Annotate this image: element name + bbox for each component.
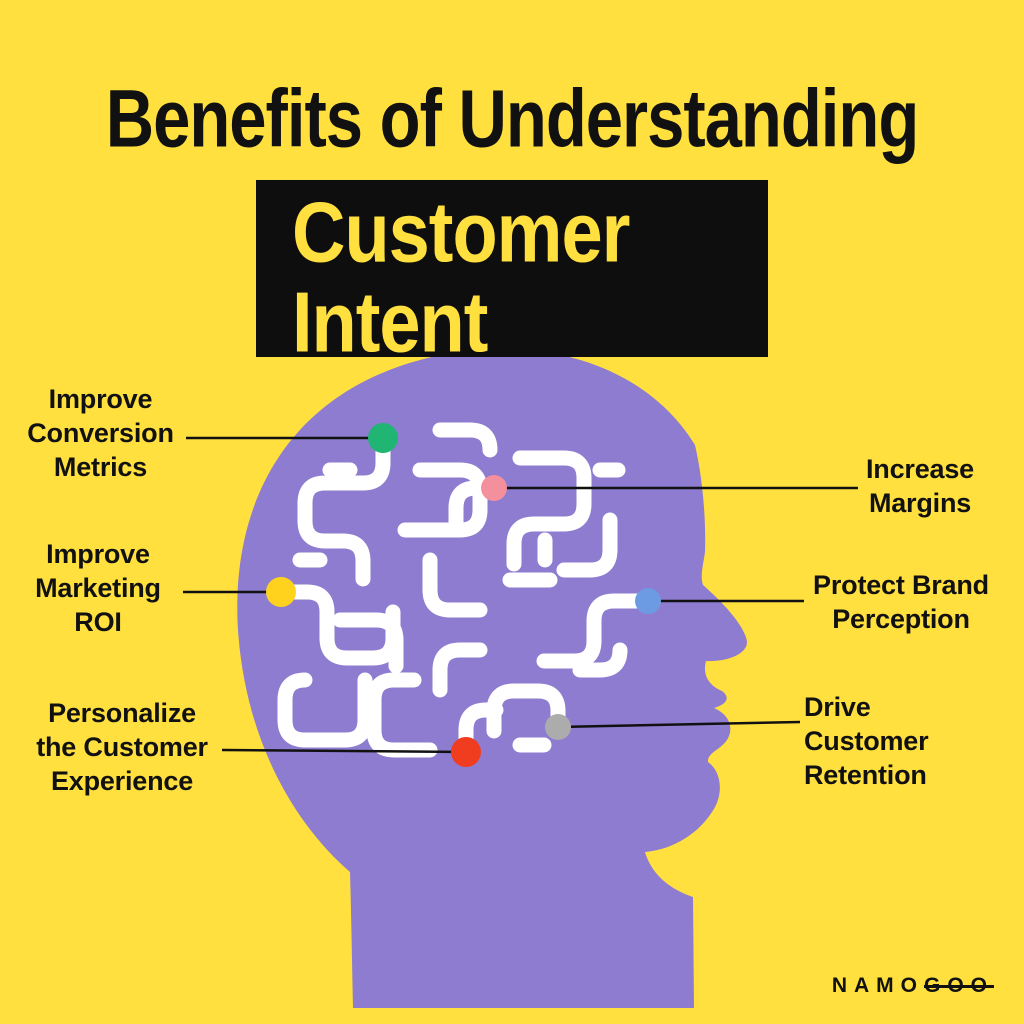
brand-logo: NAMOGOO	[832, 974, 994, 998]
page-title: Benefits of Understanding	[105, 73, 920, 165]
callout-protect-brand-perception: Protect Brand Perception	[813, 570, 989, 634]
dot-brand-icon	[635, 588, 661, 614]
dot-retention-icon	[545, 714, 571, 740]
callout-personalize-customer-experience: Personalize the Customer Experience	[36, 698, 208, 796]
callout-increase-margins: Increase Margins	[866, 454, 974, 518]
leader-line-retention	[557, 720, 801, 729]
head-shape	[237, 348, 747, 1008]
dot-margins-icon	[481, 475, 507, 501]
callout-improve-conversion-metrics: Improve Conversion Metrics	[27, 384, 174, 482]
leader-line-personalize	[221, 748, 467, 754]
callout-improve-marketing-roi: Improve Marketing ROI	[35, 539, 161, 637]
title-highlight-text: Customer Intent	[292, 184, 630, 370]
title-highlight: Customer Intent	[256, 180, 768, 366]
dot-marketing-icon	[266, 577, 296, 607]
brain-maze-icon	[273, 422, 656, 758]
brand-prefix: NAMO	[831, 974, 924, 997]
dot-personalize-icon	[451, 737, 481, 767]
callout-drive-customer-retention: Drive Customer Retention	[804, 692, 929, 790]
dot-conversion-icon	[368, 423, 398, 453]
brand-strike: GOO	[923, 974, 994, 997]
